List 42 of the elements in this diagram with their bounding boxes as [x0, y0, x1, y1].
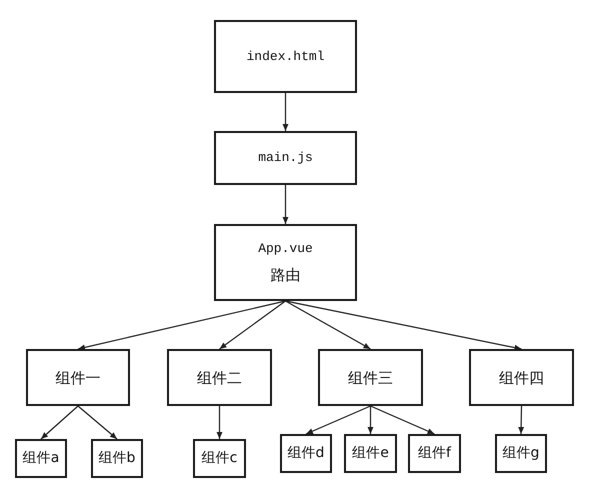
- node-label: 组件d: [288, 445, 324, 462]
- process-box: [91, 439, 143, 478]
- process-box: [15, 439, 67, 478]
- process-box: [26, 349, 130, 406]
- arrow: [368, 406, 374, 434]
- node-label: 组件三: [348, 368, 393, 386]
- node-label: 组件f: [418, 445, 451, 462]
- arrow: [78, 406, 118, 440]
- node-label: 组件b: [98, 450, 136, 467]
- process-box: [469, 349, 574, 406]
- process-box: [408, 434, 461, 473]
- arrow: [78, 300, 286, 350]
- node-label: 路由: [270, 266, 300, 284]
- node-label: App.vue: [258, 240, 313, 256]
- arrow: [285, 300, 522, 351]
- node-label: 组件二: [197, 368, 242, 386]
- arrow: [216, 406, 222, 439]
- process-box: [495, 434, 547, 473]
- process-box: [214, 224, 357, 301]
- node-label: main.js: [258, 150, 313, 166]
- process-box: [214, 131, 357, 185]
- process-box: [193, 439, 246, 478]
- arrow: [285, 300, 371, 350]
- node-label: 组件g: [502, 445, 540, 462]
- process-box: [280, 434, 332, 473]
- node-label: 组件四: [499, 368, 544, 386]
- node-label: 组件c: [202, 450, 238, 467]
- process-box: [344, 434, 397, 473]
- arrow: [219, 300, 286, 350]
- arrow: [518, 406, 524, 434]
- process-box: [318, 349, 423, 406]
- process-box: [214, 20, 357, 93]
- arrow: [306, 405, 371, 435]
- process-box: [167, 349, 272, 406]
- node-label: 组件一: [56, 368, 100, 386]
- arrow: [282, 93, 288, 131]
- node-label: 组件a: [22, 450, 60, 467]
- node-label: 组件e: [352, 445, 389, 462]
- arrow: [370, 405, 435, 435]
- arrow: [40, 406, 78, 440]
- arrow: [282, 185, 288, 224]
- node-label: index.html: [246, 48, 324, 64]
